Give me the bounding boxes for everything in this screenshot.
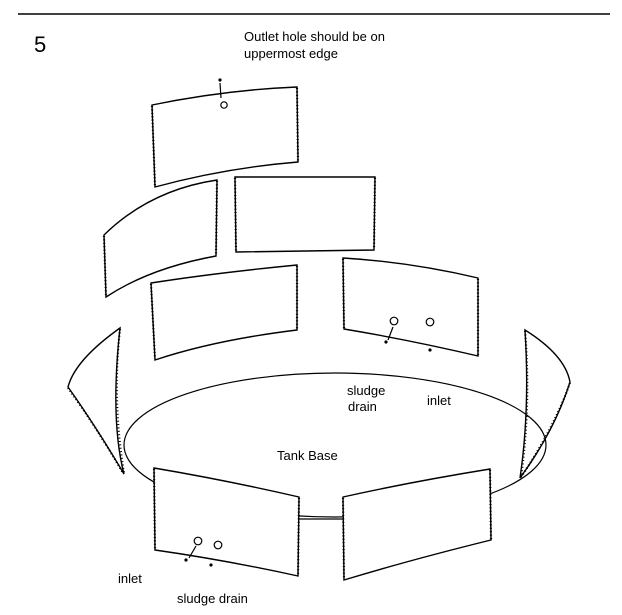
bottom-left-panel [152,467,301,577]
drain-holes-tier1 [384,316,435,352]
inlet-label: inlet [118,571,142,586]
top-panel [150,86,300,188]
sludge-drain-label-bottom: sludge drain [177,591,248,606]
tier2-left-panel [102,179,219,299]
outlet-label: inlet [427,393,451,408]
note-line-1: Outlet hole should be on [244,29,385,44]
sludge-drain-label-center-1: sludge [347,383,385,398]
left-ring-panel [67,326,126,475]
tier2-right-panel [233,176,377,253]
tank-base-label: Tank Base [277,448,338,463]
tier1-right-panel [341,257,480,357]
right-ring-panel [519,328,572,479]
note-line-2: uppermost edge [244,46,338,61]
tank-base [123,372,547,518]
sludge-drain-label-center-2: drain [348,399,377,414]
step-number: 5 [34,32,46,57]
outlet-hole-top [218,78,228,109]
tier1-left-panel [149,264,299,361]
bottom-right-panel [341,468,493,581]
drain-holes-bottom [184,536,223,567]
